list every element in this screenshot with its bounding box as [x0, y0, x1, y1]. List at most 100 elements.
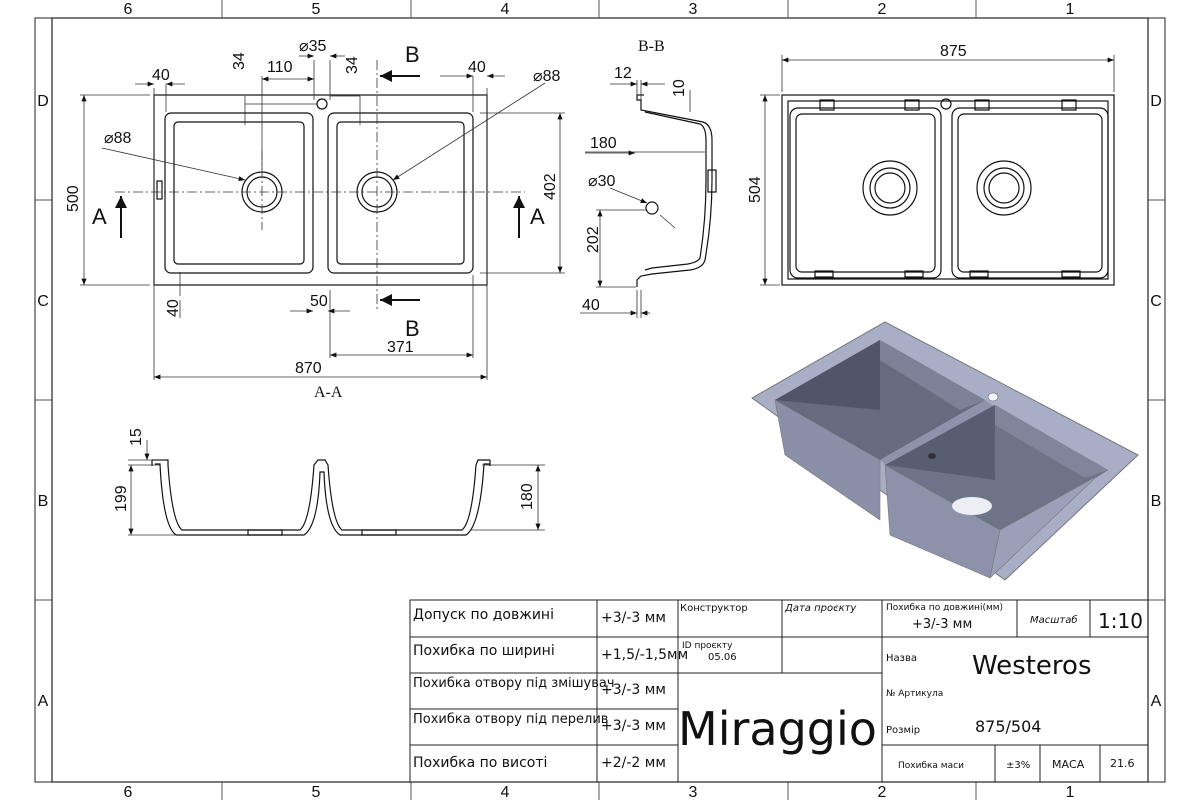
- row-label: A: [38, 693, 49, 710]
- dim-text: 10: [671, 79, 688, 97]
- section-bb-dimension-lines: [580, 80, 705, 318]
- section-label-a-right: A: [530, 204, 545, 229]
- dim-text: 371: [387, 339, 414, 356]
- scale-label: Масштаб: [1030, 614, 1078, 626]
- col-label: 4: [501, 784, 510, 800]
- dim-text: 875: [940, 43, 967, 60]
- section-aa: A-A 15 199 180: [113, 384, 545, 536]
- length-tol-value: +3/-3 мм: [912, 617, 972, 632]
- mass-tol-value: ±3%: [1006, 760, 1030, 771]
- dim-text: 40: [582, 297, 600, 314]
- row-label: D: [37, 93, 49, 110]
- dim-text: 202: [585, 226, 602, 253]
- dim-text: 402: [542, 173, 559, 200]
- col-label: 1: [1066, 784, 1075, 800]
- row-label: C: [37, 293, 49, 310]
- mass-tol-label: Похибка маси: [898, 761, 964, 771]
- section-arrows: [115, 70, 525, 306]
- tolerance-label: Допуск по довжині: [413, 607, 554, 623]
- plan-view-outline: [781, 94, 1115, 286]
- scale-value: 1:10: [1098, 609, 1143, 633]
- mass-value: 21.6: [1110, 757, 1135, 770]
- col-label: 3: [689, 1, 698, 18]
- col-label: 5: [312, 1, 321, 18]
- title-block-texts: Допуск по довжині +3/-3 мм Похибка по ши…: [413, 603, 1143, 771]
- col-label: 2: [878, 784, 887, 800]
- dim-text: 180: [519, 483, 536, 510]
- section-label-b-top: B: [405, 42, 420, 67]
- product-name: Westeros: [972, 651, 1092, 681]
- col-label: 2: [878, 1, 887, 18]
- dim-text: 199: [113, 485, 130, 512]
- name-label: Назва: [886, 653, 917, 664]
- dim-text: 40: [165, 299, 182, 317]
- section-bb-dimension-texts: 12 10 180 ⌀30 202 40: [582, 65, 688, 314]
- top-view-outline: [153, 94, 488, 286]
- col-label: 6: [124, 784, 133, 800]
- section-label-b-bottom: B: [405, 316, 420, 341]
- size-label: Розмір: [886, 724, 920, 736]
- col-label: 4: [501, 1, 510, 18]
- col-label: 5: [312, 784, 321, 800]
- frame-row-labels-right: D C B A: [1150, 93, 1162, 710]
- tolerance-label: Похибка отвору під змішувач: [413, 676, 615, 691]
- sink-3d-view: [751, 321, 1139, 581]
- dim-text: ⌀88: [104, 130, 132, 147]
- section-label-a-left: A: [92, 204, 107, 229]
- section-aa-dimension-texts: 15 199 180: [113, 428, 536, 512]
- article-label: № Артикула: [886, 689, 943, 699]
- frame-column-labels-top: 6 5 4 3 2 1: [124, 1, 1075, 18]
- section-bb: B-B 12 10: [580, 38, 717, 318]
- section-bb-profile: [636, 94, 717, 287]
- col-label: 6: [124, 1, 133, 18]
- frame-row-labels-left: D C B A: [37, 93, 49, 710]
- col-label: 1: [1066, 1, 1075, 18]
- dim-text: 34: [231, 52, 248, 70]
- top-view: A A B B: [65, 38, 565, 380]
- row-label: D: [1150, 93, 1162, 110]
- date-label: Дата проєкту: [784, 603, 857, 614]
- top-view-dimension-lines: [80, 53, 565, 380]
- frame-zone-ticks: [35, 0, 1165, 800]
- tolerance-value: +2/-2 мм: [601, 755, 666, 771]
- dim-text: 15: [128, 428, 145, 446]
- dim-text: 870: [295, 360, 322, 377]
- top-view-dimension-texts: ⌀35 34 34 110 40 40 ⌀88 ⌀88 500 402 40 5…: [65, 38, 561, 377]
- constructor-label: Конструктор: [680, 603, 748, 614]
- project-id-value: 05.06: [708, 652, 737, 663]
- length-tol-label: Похибка по довжині(мм): [886, 603, 1003, 613]
- dim-text: ⌀30: [588, 173, 616, 190]
- project-id-label: ID проєкту: [682, 641, 733, 651]
- dim-text: ⌀35: [299, 38, 327, 55]
- dim-text: 500: [65, 185, 82, 212]
- dim-text: ⌀88: [533, 68, 561, 85]
- section-aa-dimension-lines: [128, 440, 545, 536]
- plan-view-right: 875 504: [747, 43, 1115, 286]
- size-value: 875/504: [975, 717, 1041, 736]
- plan-view-dimension-texts: 875 504: [747, 43, 967, 203]
- title-block-grid: [409, 599, 1149, 783]
- dim-text: 50: [310, 293, 328, 310]
- dim-text: 504: [747, 176, 764, 203]
- tolerance-label: Похибка отвору під перелив: [413, 712, 608, 727]
- dim-text: 180: [590, 135, 617, 152]
- row-label: B: [1151, 493, 1162, 510]
- tolerance-label: Похибка по ширині: [413, 643, 555, 659]
- row-label: A: [1151, 693, 1162, 710]
- tolerance-value: +1,5/-1,5мм: [601, 647, 688, 663]
- tolerance-value: +3/-3 мм: [601, 682, 666, 698]
- plan-view-dimension-lines: [760, 55, 1115, 286]
- brand-name: Miraggio: [678, 702, 877, 756]
- dim-text: 40: [468, 59, 486, 76]
- tolerance-value: +3/-3 мм: [601, 610, 666, 626]
- row-label: C: [1150, 293, 1162, 310]
- dim-text: 110: [267, 59, 293, 76]
- tolerance-value: +3/-3 мм: [601, 718, 666, 734]
- dim-text: 12: [614, 65, 632, 82]
- section-aa-title: A-A: [314, 384, 343, 401]
- section-bb-title: B-B: [638, 38, 665, 55]
- row-label: B: [38, 493, 49, 510]
- mass-label: МАСА: [1052, 758, 1085, 771]
- tolerance-label: Похибка по висоті: [413, 755, 547, 771]
